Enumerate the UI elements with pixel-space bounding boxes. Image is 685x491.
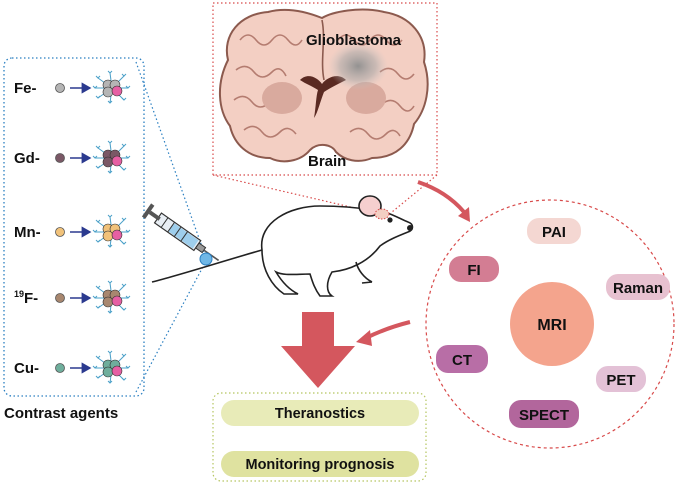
monitoring-pill bbox=[221, 451, 419, 477]
ion-dot bbox=[55, 363, 65, 373]
glioblastoma-label: Glioblastoma bbox=[306, 32, 402, 49]
brain-section-box: Glioblastoma Brain bbox=[212, 2, 438, 176]
theranostics-pill bbox=[221, 400, 419, 426]
ion-dot bbox=[55, 227, 65, 237]
brain-label: Brain bbox=[308, 153, 346, 170]
contrast-agent-row: Fe- bbox=[14, 70, 131, 104]
contrast-agent-label: Fe- bbox=[14, 80, 37, 97]
ion-dot bbox=[55, 83, 65, 93]
imaging-to-outcome-arrow bbox=[356, 320, 411, 346]
nanoparticle-icon bbox=[92, 214, 131, 248]
modality-fi: FI bbox=[449, 256, 499, 282]
nanoparticle-icon bbox=[92, 70, 131, 104]
mri-label: MRI bbox=[537, 317, 566, 334]
tumor-region bbox=[328, 42, 388, 90]
modality-raman: Raman bbox=[606, 274, 670, 300]
contrast-agent-row: Cu- bbox=[14, 350, 131, 384]
svg-text:SPECT: SPECT bbox=[519, 407, 569, 424]
contrast-agents-panel: Fe- Gd- Mn- 19F- Cu- Contrast agents bbox=[3, 57, 145, 422]
svg-text:CT: CT bbox=[452, 352, 472, 369]
mouse-to-imaging-arrow bbox=[417, 180, 470, 222]
big-down-arrow bbox=[281, 312, 355, 388]
ion-dot bbox=[55, 153, 65, 163]
modality-ct: CT bbox=[436, 345, 488, 373]
brain-illustration bbox=[218, 8, 429, 163]
monitoring-label: Monitoring prognosis bbox=[245, 457, 394, 473]
outcomes-box: Theranostics Monitoring prognosis bbox=[212, 392, 427, 482]
nanoparticle-icon bbox=[92, 140, 131, 174]
contrast-agent-label: Cu- bbox=[14, 360, 39, 377]
brain-to-mouse-lines bbox=[212, 174, 438, 213]
ion-dot bbox=[55, 293, 65, 303]
nanoparticle-icon bbox=[92, 280, 131, 314]
mouse-illustration bbox=[151, 195, 414, 297]
injection-nanoparticle bbox=[199, 252, 213, 266]
svg-text:PET: PET bbox=[606, 372, 635, 389]
contrast-agent-label: 19F- bbox=[14, 289, 38, 307]
mouse-ear bbox=[358, 195, 382, 217]
contrast-agent-row: 19F- bbox=[14, 280, 131, 314]
modality-pet: PET bbox=[596, 366, 646, 392]
svg-text:PAI: PAI bbox=[542, 224, 566, 241]
contrast-agent-row: Mn- bbox=[14, 214, 131, 248]
modality-spect: SPECT bbox=[509, 400, 579, 428]
contrast-agents-caption: Contrast agents bbox=[4, 405, 118, 422]
modality-pai: PAI bbox=[527, 218, 581, 244]
nanoparticle-icon bbox=[92, 350, 131, 384]
contrast-agent-label: Gd- bbox=[14, 150, 40, 167]
svg-text:Raman: Raman bbox=[613, 280, 663, 297]
svg-text:FI: FI bbox=[467, 262, 480, 279]
contrast-agent-label: Mn- bbox=[14, 224, 41, 241]
mri-circle bbox=[510, 282, 594, 366]
contrast-agent-row: Gd- bbox=[14, 140, 131, 174]
brain-location-marker bbox=[374, 208, 390, 220]
theranostics-label: Theranostics bbox=[275, 406, 365, 422]
imaging-modalities-circle: MRI PAI FI Raman CT PET SPECT bbox=[425, 199, 675, 449]
panel-to-syringe-lines bbox=[135, 61, 206, 393]
